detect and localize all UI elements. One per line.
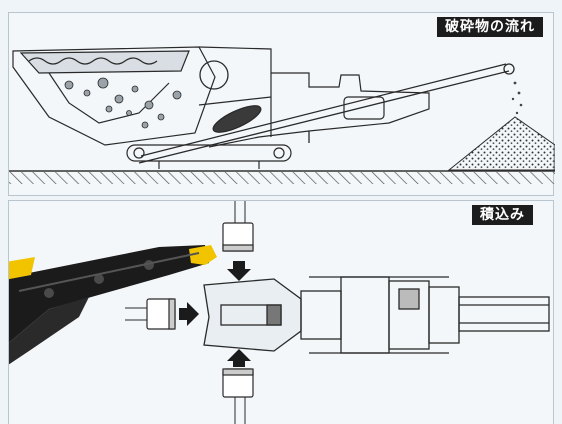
loading-top-view [9, 201, 550, 424]
crusher-top-view [203, 276, 550, 354]
track-chassis [126, 144, 292, 169]
loading-label: 積込み [472, 205, 533, 225]
crusher-body [198, 46, 430, 148]
falling-material [511, 81, 523, 115]
material-flow-label: 破砕物の流れ [437, 17, 543, 37]
ground-hatch [9, 172, 555, 184]
stockpile [447, 116, 555, 171]
material-flow-panel: 破砕物の流れ [8, 12, 555, 196]
loader-bucket-top [222, 201, 254, 252]
arrow-right-icon [179, 302, 199, 326]
loader-bucket-left [125, 298, 176, 330]
arrow-down-icon [227, 261, 251, 281]
discharge-conveyor [138, 63, 515, 164]
crusher-side-view [9, 46, 555, 184]
arrow-up-icon [227, 349, 251, 367]
loading-panel: 積込み [8, 200, 554, 424]
loader-bucket-bottom [222, 368, 254, 424]
mobile-conveyor-photo [9, 245, 217, 365]
feed-rocks [64, 77, 182, 129]
crusher-rotor [198, 60, 272, 133]
feed-hopper [12, 46, 216, 146]
